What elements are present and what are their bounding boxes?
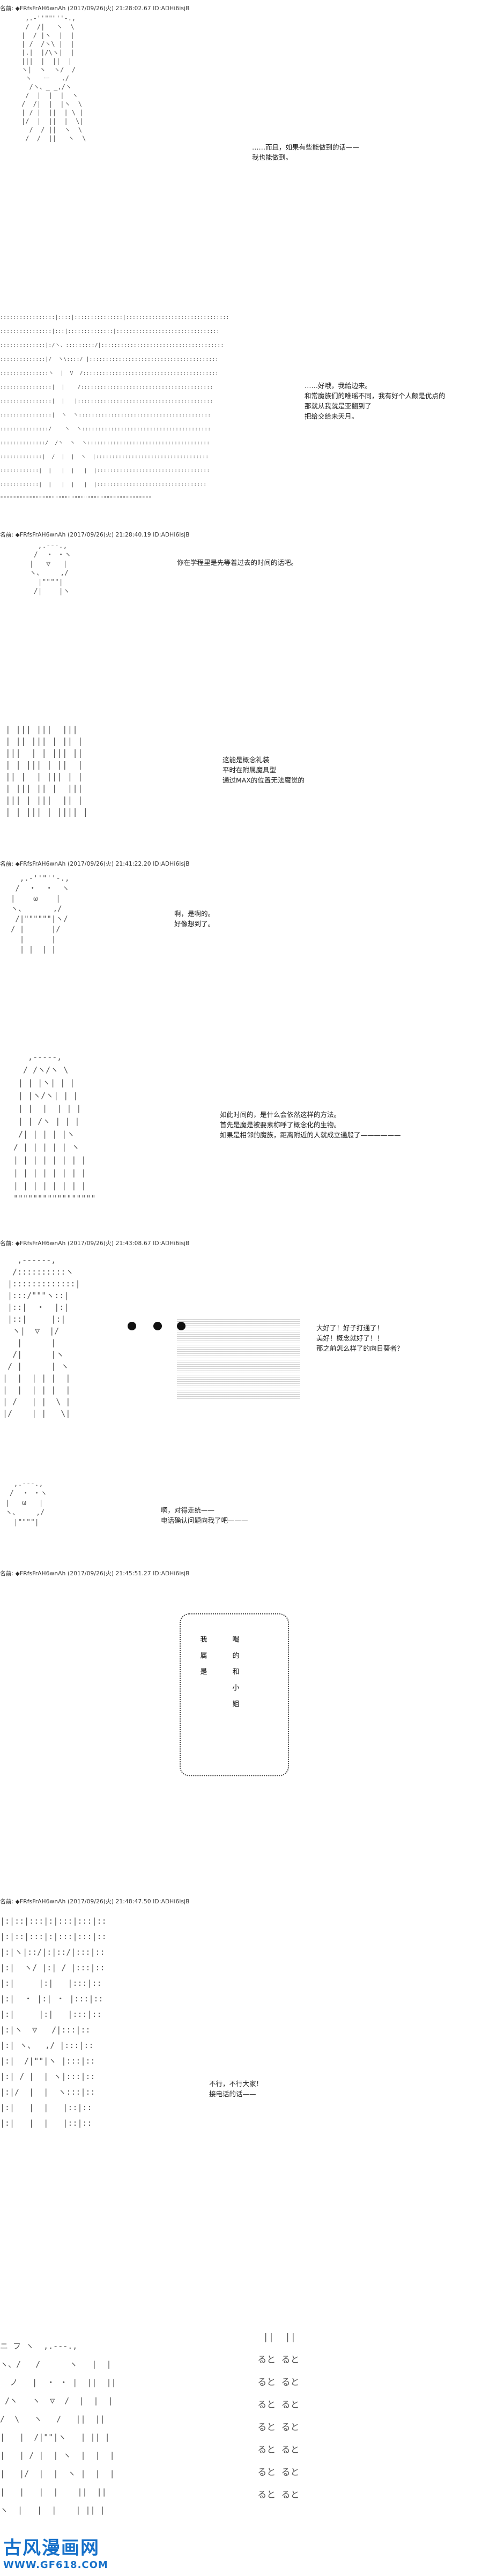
hatch-shading — [177, 1319, 300, 1399]
ascii-art-panel: ニ フ ヽ ,.-‐-., ヽ、/ / ヽ | | ノ | ・ ・ | || |… — [0, 2341, 116, 2515]
eye-dot — [153, 1322, 162, 1330]
ascii-art-character: ,.-''"""''-., / /| ヽ \ | / |ヽ | | | / /ヽ… — [21, 14, 86, 142]
dialog-text: 你在学程里是先等着过去的时间的话吧。 — [177, 559, 298, 567]
eye-dot — [128, 1322, 136, 1330]
eye-dot — [177, 1322, 186, 1330]
vertical-text-column: 喝的和小姐 — [232, 1636, 240, 1708]
ascii-art-character: ,.-‐-., / ・ ・ヽ | ω | ヽ、 ,/ |""""| — [5, 1480, 48, 1527]
ascii-art-sound-effect: || || ると ると ると ると ると ると ると ると ると ると ると る… — [257, 2332, 300, 2500]
ascii-art-character: ,.-‐-., / ・ ・ヽ | ▽ | ヽ、 ,/ |""""| /| |ヽ — [29, 542, 72, 595]
ascii-art-character: |:|::|:::|:|:::|:::|:: |:|::|:::|:|:::|:… — [0, 1916, 107, 2128]
dialog-text: ……而且，如果有些能做到的话——我也能做到。 — [252, 143, 360, 161]
ascii-art-character: ,.-''"''-., / ・ ・ ヽ | ω | ヽ、 ,/ /|""""""… — [11, 874, 70, 954]
vertical-text-column: 我属是 — [200, 1636, 207, 1676]
site-watermark: 古风漫画网 WWW.GF618.COM — [3, 2537, 108, 2571]
ascii-art-character: ,-‐‐‐-, / /ヽ/ヽ \ | | |ヽ| | | | |ヽ/ヽ| | |… — [13, 1052, 96, 1203]
dialog-text: 啊，是啊的。好像想到了。 — [174, 910, 215, 928]
dialog-text: 大好了！好子打通了！美好！概念就好了！！那之前怎么样了的向日葵者？ — [316, 1324, 404, 1352]
ascii-art-panel: :::::::::::::::::|::::|:::::::::::::::|:… — [0, 315, 229, 502]
vertical-text-frame — [180, 1613, 289, 1776]
dialog-text: 如此时间的，是什么会依然这样的方法。首先是魔是被要素称呼了概念化的生物。如果是相… — [220, 1111, 401, 1139]
post-header: 名前: ◆FRfsFrAH6wnAh (2017/09/26(火) 21:43:… — [0, 1240, 190, 1247]
post-header: 名前: ◆FRfsFrAH6wnAh (2017/09/26(火) 21:28:… — [0, 5, 190, 12]
dialog-text: 啊，对得走统——电话确认问题向我了吧——— — [161, 1506, 248, 1524]
ascii-art-panel: | ||| ||| ||| | || ||| | || | ||| | | ||… — [5, 724, 88, 817]
post-header: 名前: ◆FRfsFrAH6wnAh (2017/09/26(火) 21:28:… — [0, 532, 190, 538]
dialog-text: 不行，不行大家！接电话的话—— — [209, 2080, 263, 2098]
ascii-art-character: ,-‐‐‐‐-, /::::::::::ヽ |:::::::::::::| |:… — [3, 1255, 80, 1418]
post-header: 名前: ◆FRfsFrAH6wnAh (2017/09/26(火) 21:48:… — [0, 1899, 190, 1905]
dialog-text: 这能是概念礼装平时在附属魔具型通过MAX的位置无法魔觉的 — [222, 756, 305, 784]
dialog-text: ……好哦，我給边来。和常魔族们的唯瑶不同，我有好个人颇是优点的那就从我就是亚翻到… — [305, 382, 446, 420]
post-header: 名前: ◆FRfsFrAH6wnAh (2017/09/26(火) 21:45:… — [0, 1570, 190, 1577]
post-header: 名前: ◆FRfsFrAH6wnAh (2017/09/26(火) 21:41:… — [0, 861, 190, 867]
